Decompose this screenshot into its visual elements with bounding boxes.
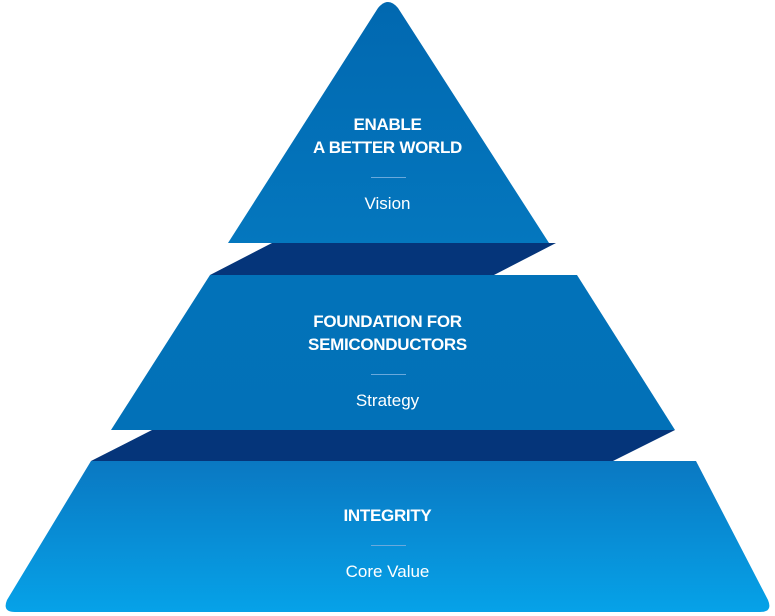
tier-title-line: A BETTER WORLD [312, 138, 463, 157]
divider [371, 545, 406, 546]
tier-strategy-shape [111, 275, 675, 430]
band-1-shape [210, 243, 556, 275]
divider [371, 374, 406, 375]
divider [371, 177, 406, 178]
tier-title-line: SEMICONDUCTORS [308, 335, 467, 354]
tier-subtitle: Core Value [345, 562, 430, 581]
tier-vision-shape [228, 2, 549, 243]
tier-core-value-shape [5, 461, 770, 612]
tier-title-line: ENABLE [353, 115, 422, 134]
tier-title-line: FOUNDATION FOR [313, 312, 462, 331]
band-2-shape [91, 430, 675, 461]
tier-subtitle: Strategy [355, 391, 420, 410]
tier-title-line: INTEGRITY [343, 506, 432, 525]
tier-subtitle: Vision [364, 194, 411, 213]
